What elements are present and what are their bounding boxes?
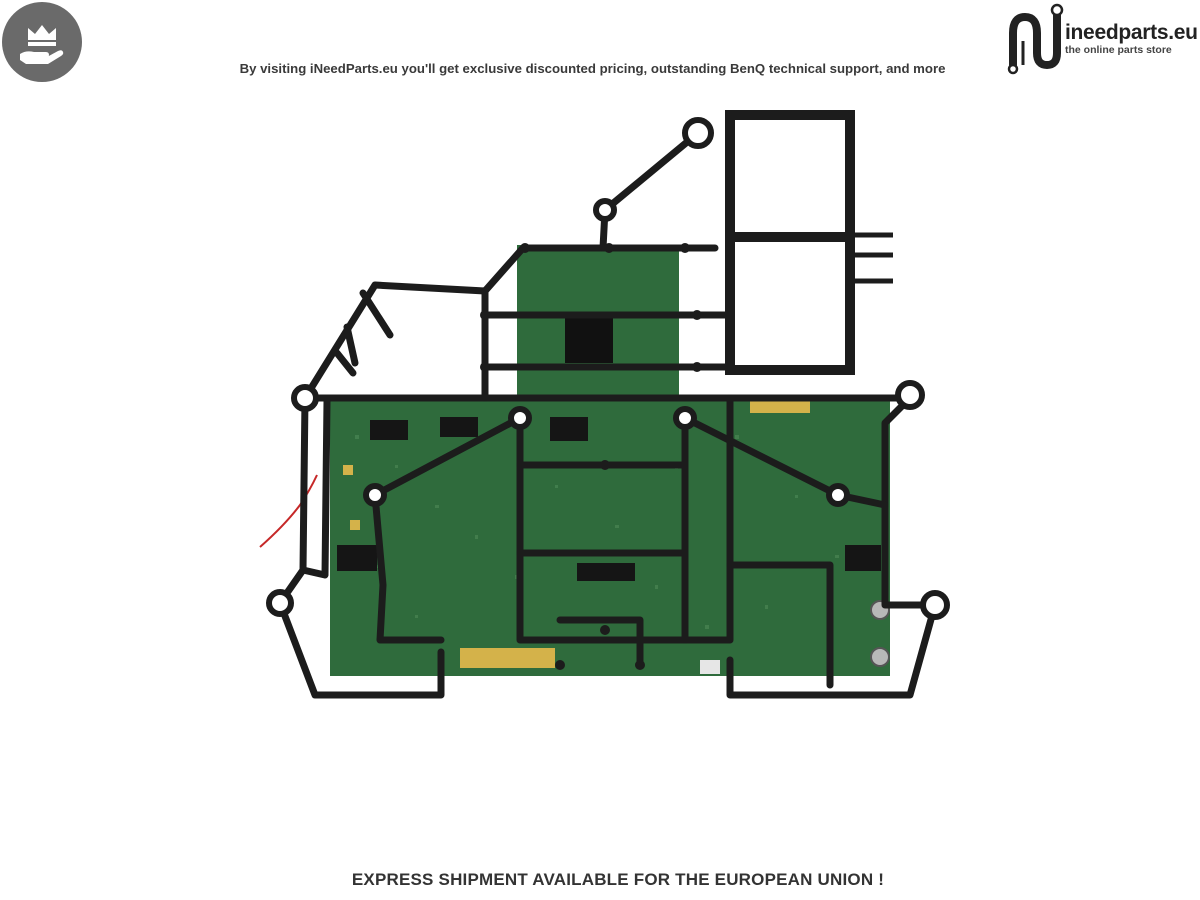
circuit-board-image bbox=[259, 110, 950, 699]
crown-hand-icon bbox=[20, 25, 64, 64]
logo-brand: ineedparts.eu bbox=[1065, 21, 1198, 44]
crown-badge bbox=[2, 2, 82, 82]
shipping-notice: EXPRESS SHIPMENT AVAILABLE FOR THE EUROP… bbox=[351, 870, 885, 889]
ineedparts-logo[interactable]: ineedparts.eu the online parts store bbox=[1003, 3, 1198, 77]
cable-plug-icon bbox=[1007, 3, 1064, 75]
logo-subtitle: the online parts store bbox=[1065, 44, 1172, 56]
promo-tagline: By visiting iNeedParts.eu you'll get exc… bbox=[239, 61, 946, 76]
